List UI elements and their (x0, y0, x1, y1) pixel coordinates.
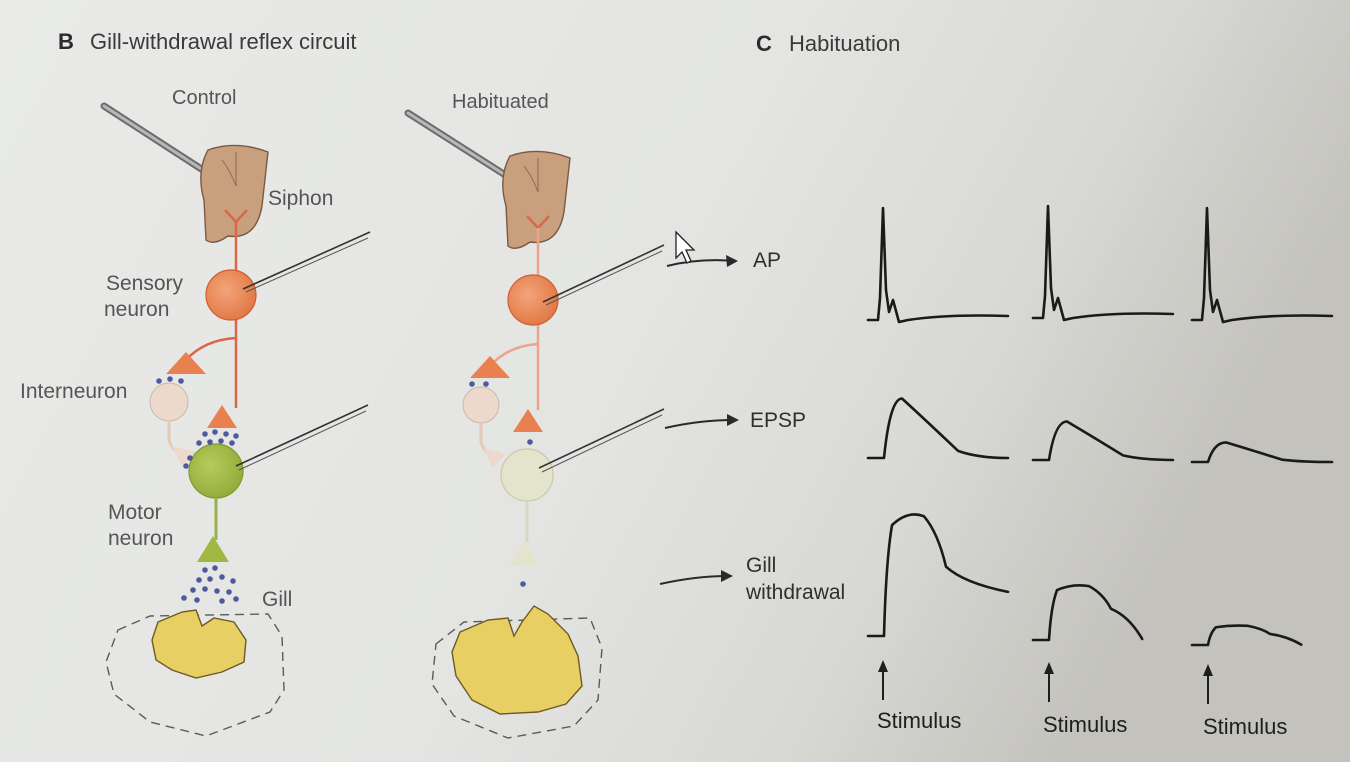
stimulus-probe-icon (100, 102, 210, 176)
vesicles-control (156, 376, 239, 604)
panel-b-title: Gill-withdrawal reflex circuit (90, 29, 357, 54)
gill-trace-2 (1031, 584, 1144, 642)
arrow-ap-icon (726, 255, 738, 267)
stimulus-arrow-icon (1203, 664, 1213, 704)
epsp-trace-2 (1031, 420, 1175, 462)
gill-control (151, 609, 247, 679)
sensory-neuron-habituated (507, 274, 559, 326)
stimulus-probe-icon (404, 109, 514, 182)
interneuron-label: Interneuron (20, 380, 127, 403)
gill-trace-1 (866, 513, 1010, 638)
ap-trace-1 (866, 206, 1010, 324)
siphon-label: Siphon (268, 187, 333, 210)
siphon-icon (200, 144, 269, 243)
habituation-traces (866, 204, 1334, 647)
interneuron-habituated (462, 386, 500, 424)
panel-c-title: Habituation (789, 31, 900, 56)
motor-neuron-habituated (500, 448, 554, 502)
vesicles-habituated (469, 381, 533, 587)
stimulus-markers: Stimulus Stimulus Stimulus (877, 660, 1287, 739)
habituated-circuit (404, 109, 665, 739)
sensory-label-line1: Sensory (106, 272, 184, 295)
control-circuit: Siphon Sensory neuron Interneuron Motor … (20, 102, 371, 737)
mouse-cursor-icon (675, 230, 696, 264)
gill-withdrawal-label-line1: Gill (746, 554, 776, 577)
epsp-trace-3 (1190, 441, 1334, 464)
interneuron-control (149, 382, 189, 422)
motor-label-line1: Motor (108, 501, 162, 524)
panel-b-letter: B (58, 29, 74, 54)
gill-withdrawal-label-line2: withdrawal (745, 581, 845, 604)
gill-habituated (451, 605, 583, 715)
sensory-neuron-control (205, 269, 257, 321)
gill-trace-3 (1190, 624, 1303, 647)
gill-label: Gill (262, 588, 292, 611)
arrow-gill-icon (721, 570, 733, 582)
arrow-epsp-icon (727, 414, 739, 426)
electrode-icon (542, 244, 665, 306)
ap-trace-3 (1190, 206, 1334, 324)
ap-trace-2 (1031, 204, 1175, 322)
motor-neuron-control (188, 443, 244, 499)
epsp-trace-1 (866, 397, 1010, 460)
epsp-label: EPSP (750, 409, 806, 432)
panel-c-letter: C (756, 31, 772, 56)
stimulus-label-3: Stimulus (1203, 714, 1287, 739)
electrode-icon (242, 231, 371, 293)
motor-label-line2: neuron (108, 527, 173, 550)
stimulus-arrow-icon (878, 660, 888, 700)
habituated-label: Habituated (452, 91, 549, 113)
electrode-icon (235, 404, 369, 471)
stimulus-label-2: Stimulus (1043, 712, 1127, 737)
control-label: Control (172, 87, 236, 109)
sensory-label-line2: neuron (104, 298, 169, 321)
stimulus-arrow-icon (1044, 662, 1054, 702)
ap-label: AP (753, 249, 781, 272)
electrode-icon (538, 408, 665, 473)
stimulus-label-1: Stimulus (877, 708, 961, 733)
siphon-icon (502, 150, 571, 249)
